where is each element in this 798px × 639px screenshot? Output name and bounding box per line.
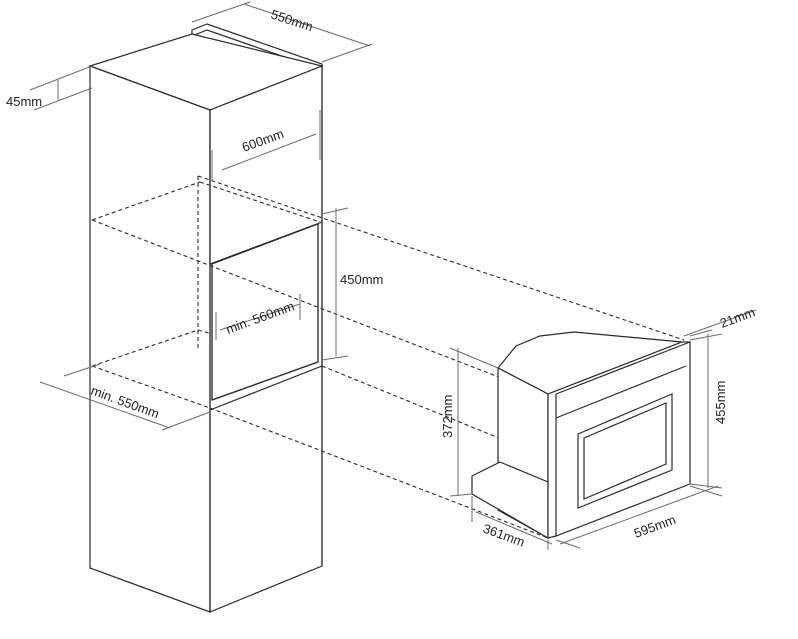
label-niche-height: 450mm bbox=[340, 272, 383, 287]
label-cabinet-depth: 550mm bbox=[269, 7, 315, 35]
label-body-depth: 361mm bbox=[481, 521, 527, 550]
tall-cabinet bbox=[88, 23, 324, 613]
label-total-height: 455mm bbox=[713, 381, 728, 424]
label-top-overhang: 45mm bbox=[6, 94, 42, 109]
niche-floor-front bbox=[211, 361, 319, 401]
front-frame-top-edge bbox=[555, 341, 691, 395]
door-window-inner bbox=[583, 402, 667, 500]
label-body-height: 372mm bbox=[440, 395, 455, 438]
cabinet-front-lower bbox=[209, 365, 323, 613]
control-strip-line bbox=[555, 365, 687, 419]
label-total-width: 595mm bbox=[632, 512, 678, 541]
dimension-lines bbox=[29, 1, 757, 550]
cabinet-left-side bbox=[89, 65, 211, 613]
label-front-depth: 21mm bbox=[718, 304, 757, 330]
microwave-unit bbox=[471, 331, 691, 540]
